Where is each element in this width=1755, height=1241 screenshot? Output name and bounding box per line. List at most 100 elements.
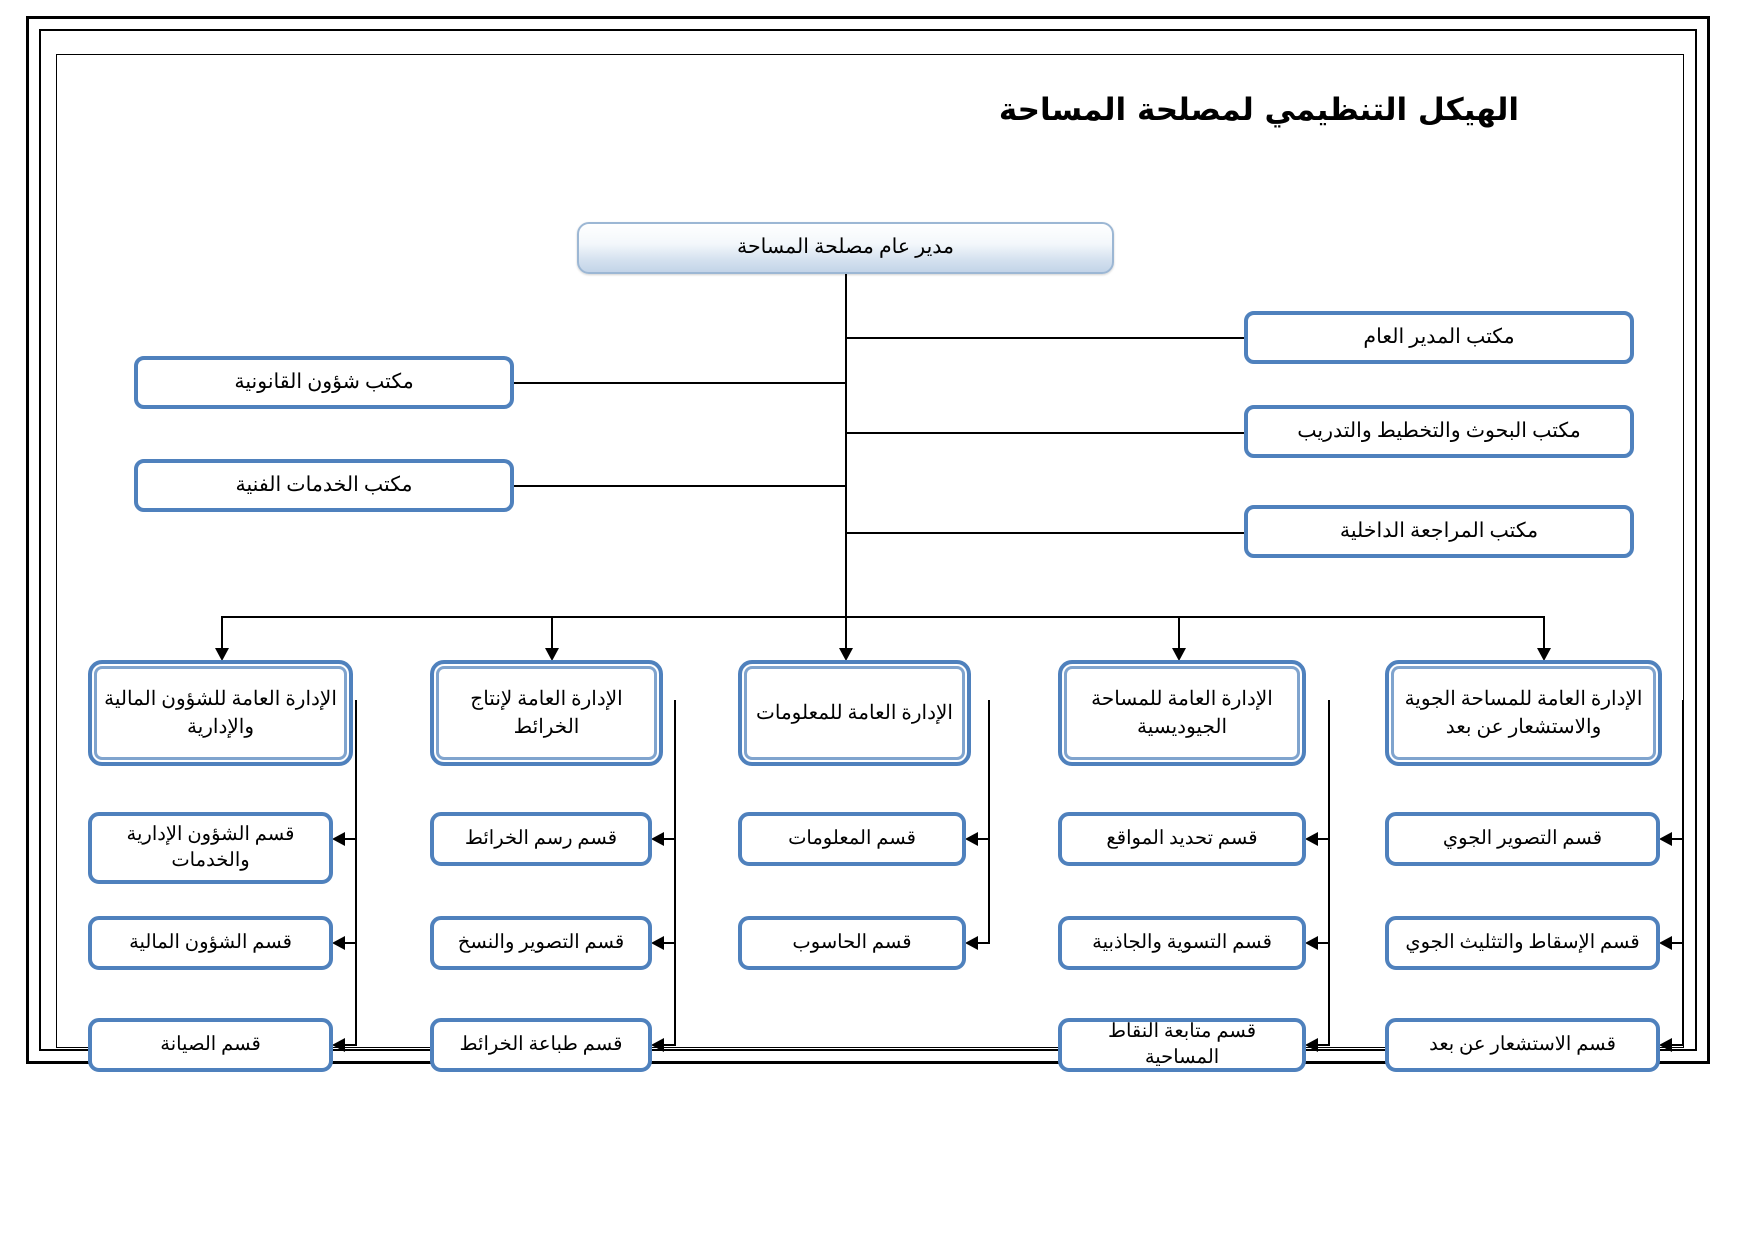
node-label: قسم الشؤون المالية [129,932,292,954]
arrow-dept-4 [1172,648,1186,661]
connector-branch-3-2 [978,942,990,944]
connector-department-bus [221,616,1545,618]
node-label: قسم الشؤون الإدارية والخدمات [126,824,295,871]
node-label: قسم الإسقاط والتثليث الجوي [1405,932,1640,954]
connector-rail-dept-4 [1328,700,1330,1045]
connector-branch-4-1 [1318,838,1330,840]
node-label: قسم التصوير والنسخ [457,932,625,954]
connector-drop-dept-4 [1178,616,1180,653]
node-section-survey-points[interactable]: قسم متابعة النقاط المساحية [1058,1018,1306,1072]
connector-branch-3-1 [978,838,990,840]
node-label: قسم متابعة النقاط المساحية [1107,1021,1257,1068]
node-label: مدير عام مصلحة المساحة [736,236,955,259]
connector-branch-2-2 [664,942,676,944]
connector-office-research [845,432,1245,434]
node-label: قسم تحديد المواقع [1106,828,1258,850]
node-label: قسم المعلومات [788,828,916,850]
page-border-middle [39,29,1697,1051]
connector-branch-5-3 [1672,1044,1684,1046]
node-label: قسم الصيانة [160,1034,261,1056]
node-department-aerial-remote[interactable]: الإدارة العامة للمساحة الجوية والاستشعار… [1385,660,1662,766]
connector-rail-dept-2 [674,700,676,1045]
arrow-section-1-3 [332,1038,345,1052]
connector-office-audit [845,532,1245,534]
node-department-information[interactable]: الإدارة العامة للمعلومات [738,660,971,766]
connector-rail-dept-3 [988,700,990,943]
arrow-section-4-1 [1305,832,1318,846]
node-label: قسم الاستشعار عن بعد [1429,1034,1616,1056]
node-section-finance[interactable]: قسم الشؤون المالية [88,916,333,970]
node-section-map-printing[interactable]: قسم طباعة الخرائط [430,1018,652,1072]
node-department-geodetic[interactable]: الإدارة العامة للمساحة الجيوديسية [1058,660,1306,766]
arrow-section-2-3 [651,1038,664,1052]
connector-branch-1-2 [345,942,357,944]
arrow-section-5-1 [1659,832,1672,846]
connector-branch-5-1 [1672,838,1684,840]
arrow-dept-2 [545,648,559,661]
node-section-computer[interactable]: قسم الحاسوب [738,916,966,970]
node-label: الإدارة العامة لإنتاج الخرائط [470,688,623,738]
node-section-leveling-gravity[interactable]: قسم التسوية والجاذبية [1058,916,1306,970]
node-department-map-production[interactable]: الإدارة العامة لإنتاج الخرائط [430,660,663,766]
node-label: قسم رسم الخرائط [464,828,618,850]
node-label: مكتب المراجعة الداخلية [1339,519,1539,542]
connector-drop-dept-1 [221,616,223,653]
connector-branch-4-2 [1318,942,1330,944]
connector-branch-2-1 [664,838,676,840]
connector-branch-5-2 [1672,942,1684,944]
page-border-inner [56,54,1684,1048]
node-office-technical[interactable]: مكتب الخدمات الفنية [134,459,514,512]
arrow-section-3-2 [965,936,978,950]
node-section-admin-services[interactable]: قسم الشؤون الإدارية والخدمات [88,812,333,884]
node-label: الإدارة العامة للمعلومات [756,702,953,724]
node-office-dg[interactable]: مكتب المدير العام [1244,311,1634,364]
arrow-section-1-1 [332,832,345,846]
node-director-general[interactable]: مدير عام مصلحة المساحة [577,222,1114,274]
connector-drop-dept-3 [845,616,847,653]
connector-office-dg [845,337,1245,339]
connector-root-spine [845,274,847,617]
node-office-legal[interactable]: مكتب شؤون القانونية [134,356,514,409]
node-section-information[interactable]: قسم المعلومات [738,812,966,866]
connector-branch-1-3 [345,1044,357,1046]
arrow-section-2-1 [651,832,664,846]
node-label: قسم التسوية والجاذبية [1092,932,1272,954]
connector-branch-1-1 [345,838,357,840]
node-section-remote-sensing[interactable]: قسم الاستشعار عن بعد [1385,1018,1660,1072]
arrow-dept-3 [839,648,853,661]
node-section-aerial-photography[interactable]: قسم التصوير الجوي [1385,812,1660,866]
node-office-research[interactable]: مكتب البحوث والتخطيط والتدريب [1244,405,1634,458]
node-section-projection-triangulation[interactable]: قسم الإسقاط والتثليث الجوي [1385,916,1660,970]
connector-drop-dept-2 [551,616,553,653]
arrow-section-5-3 [1659,1038,1672,1052]
node-label: مكتب شؤون القانونية [234,370,414,393]
node-section-maintenance[interactable]: قسم الصيانة [88,1018,333,1072]
node-department-finance-admin[interactable]: الإدارة العامة للشؤون المالية والإدارية [88,660,353,766]
connector-office-legal [512,382,846,384]
node-label: الإدارة العامة للمساحة الجوية والاستشعار… [1404,688,1643,738]
node-section-photo-copy[interactable]: قسم التصوير والنسخ [430,916,652,970]
arrow-section-4-2 [1305,936,1318,950]
node-section-positioning[interactable]: قسم تحديد المواقع [1058,812,1306,866]
arrow-dept-1 [215,648,229,661]
node-label: الإدارة العامة للمساحة الجيوديسية [1091,688,1273,738]
arrow-section-3-1 [965,832,978,846]
arrow-section-1-2 [332,936,345,950]
node-label: قسم التصوير الجوي [1442,828,1603,850]
connector-branch-2-3 [664,1044,676,1046]
connector-office-technical [512,485,846,487]
arrow-section-4-3 [1305,1038,1318,1052]
page-title: الهيكل التنظيمي لمصلحة المساحة [998,92,1519,128]
node-label: الإدارة العامة للشؤون المالية والإدارية [104,688,337,738]
node-label: قسم طباعة الخرائط [459,1034,623,1056]
arrow-dept-5 [1537,648,1551,661]
connector-branch-4-3 [1318,1044,1330,1046]
node-section-map-drawing[interactable]: قسم رسم الخرائط [430,812,652,866]
node-label: مكتب المدير العام [1363,325,1515,348]
node-label: مكتب البحوث والتخطيط والتدريب [1297,419,1581,442]
node-label: قسم الحاسوب [792,932,912,954]
node-label: مكتب الخدمات الفنية [235,473,413,496]
connector-rail-dept-5 [1682,700,1684,1045]
node-office-audit[interactable]: مكتب المراجعة الداخلية [1244,505,1634,558]
